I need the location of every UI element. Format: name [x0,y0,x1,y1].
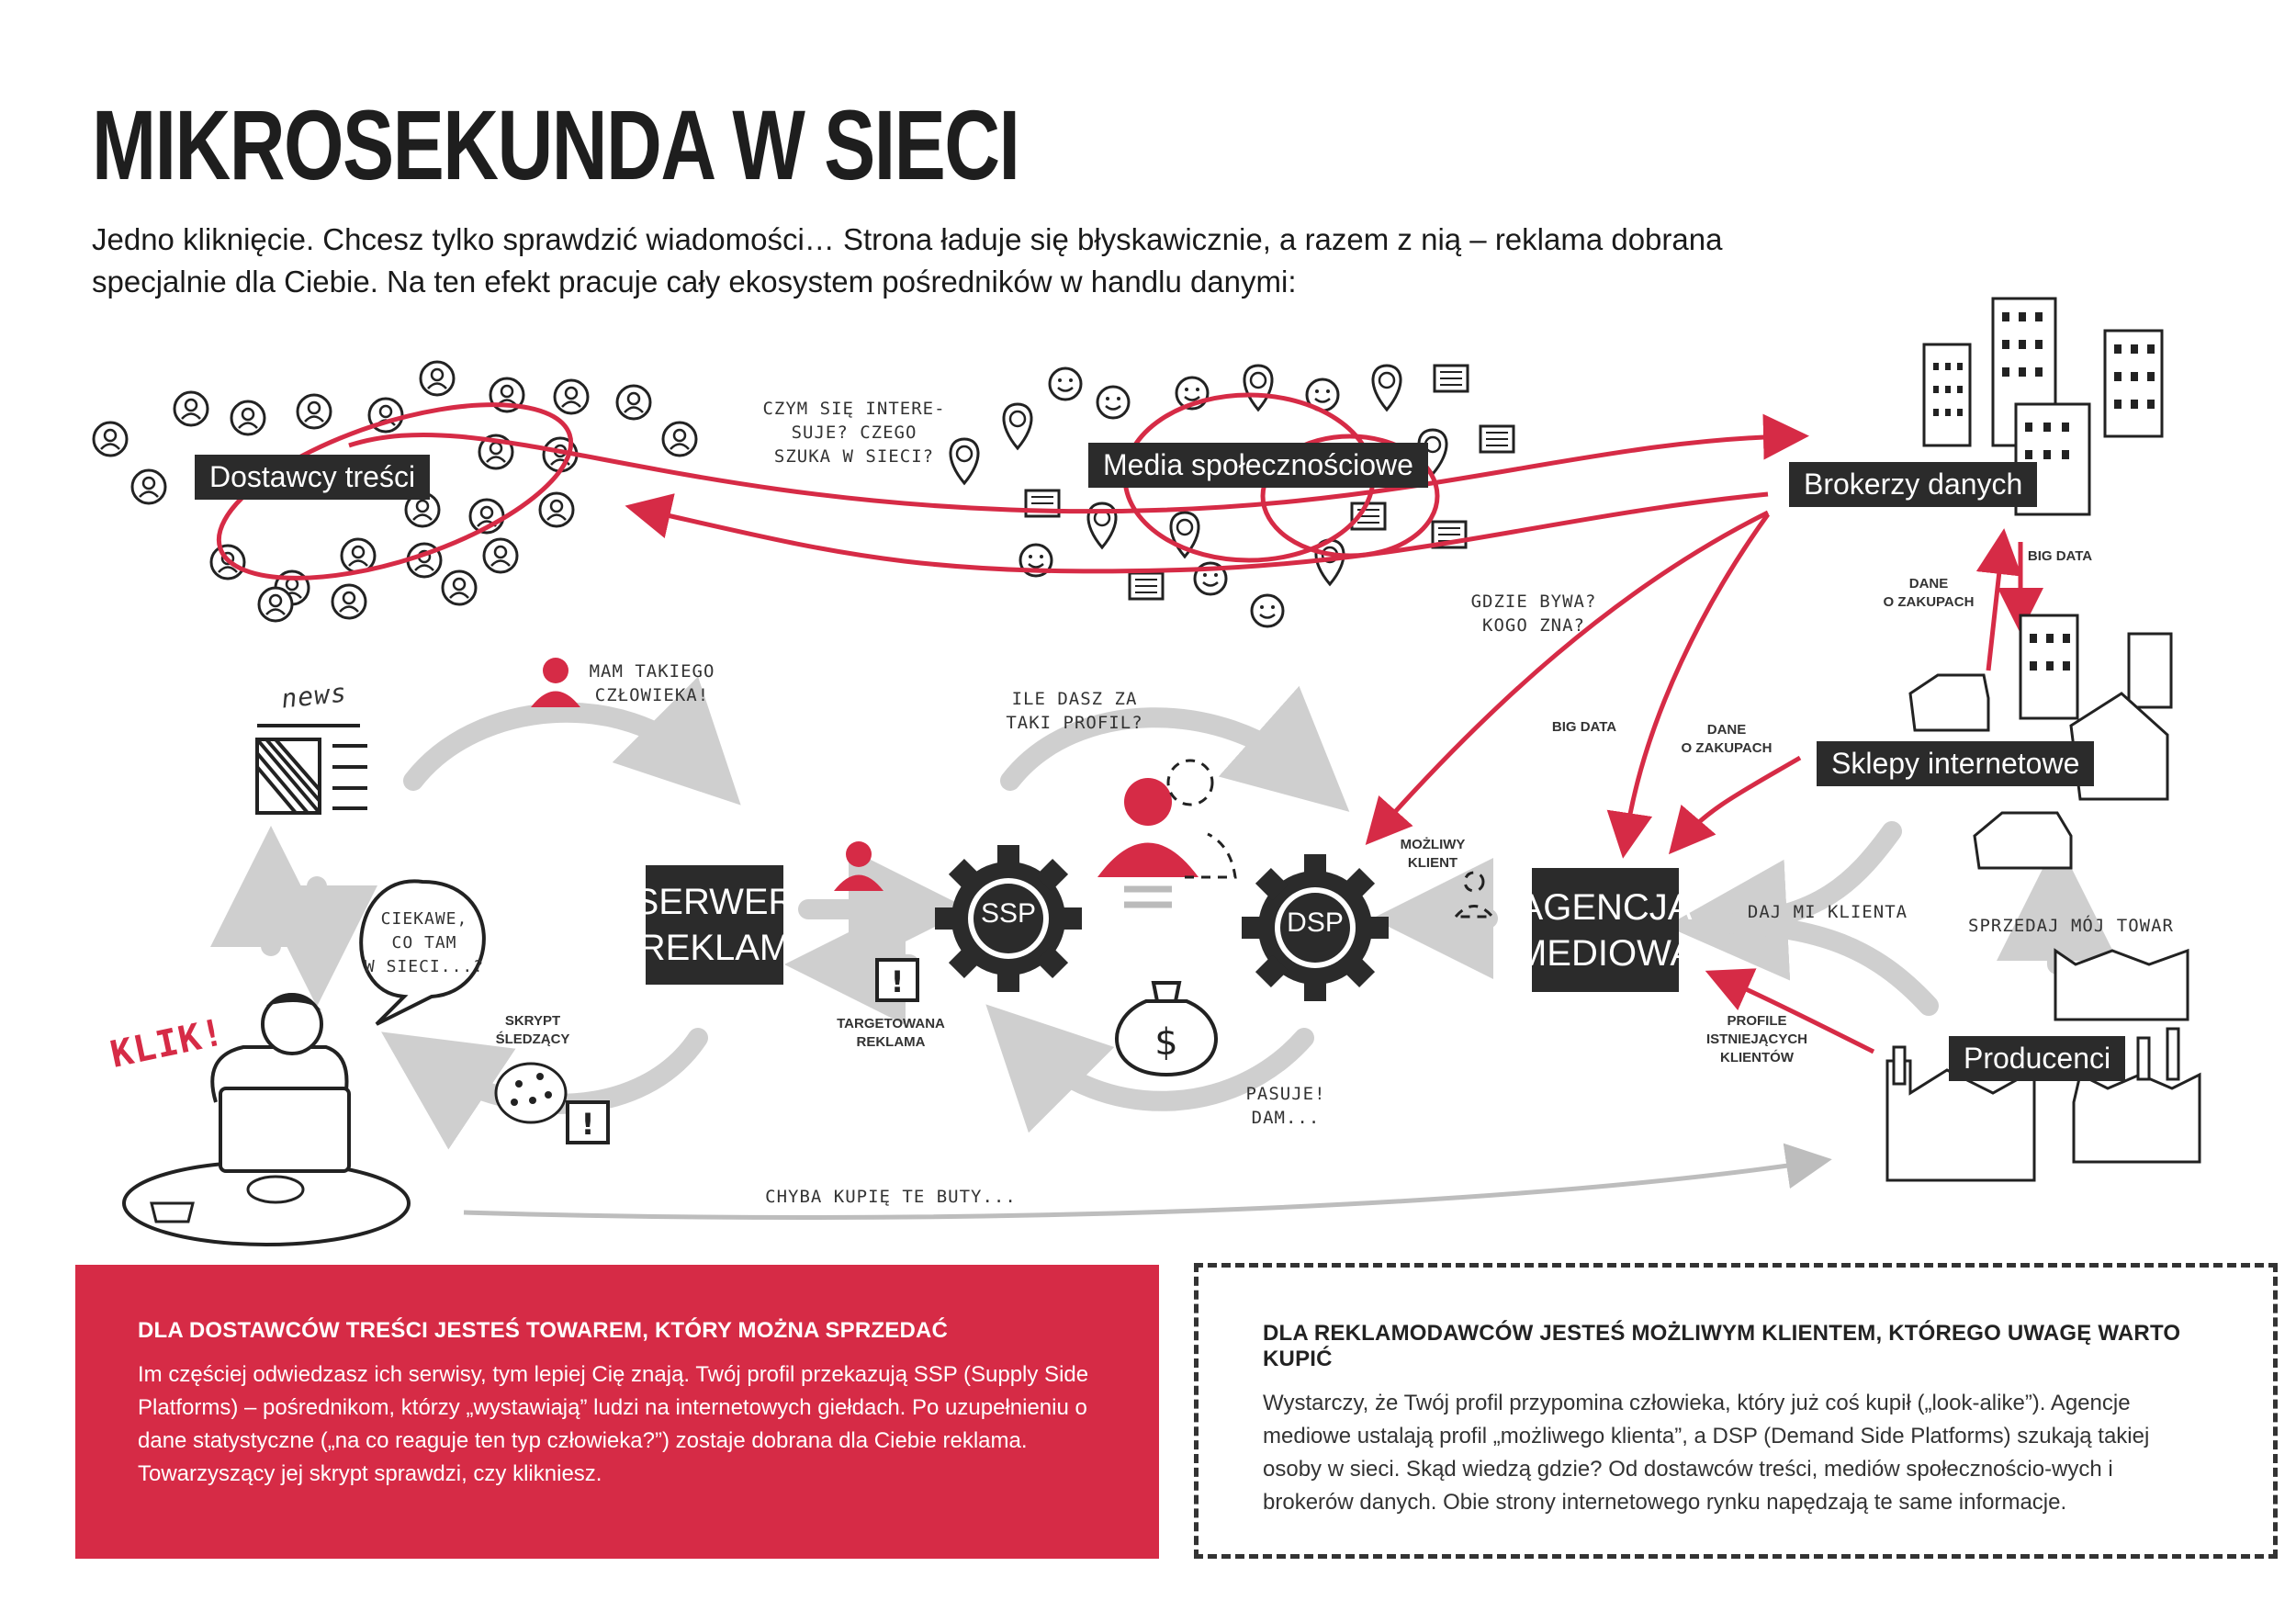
label-targetowana-reklama: TARGETOWANA REKLAMA [837,1016,945,1050]
label-dostawcy-tresci: Dostawcy treści [195,455,431,500]
svg-text:!: ! [891,964,905,999]
intro-text: Jedno kliknięcie. Chcesz tylko sprawdzić… [92,222,1723,299]
panel-dostawcy: DLA DOSTAWCÓW TREŚCI JESTEŚ TOWAREM, KTÓ… [75,1265,1159,1559]
box-serwer-reklam: SERWER REKLAM [635,865,794,985]
label-brokerzy-danych: Brokerzy danych [1789,462,2038,507]
label-profile-klientow: PROFILE ISTNIEJĄCYCH KLIENTÓW [1705,1013,1808,1065]
label-media-spolecznosciowe: Media społecznościowe [1088,443,1428,488]
hand-chyba-kupie: CHYBA KUPIĘ TE BUTY... [765,1187,1017,1207]
hand-sprzedaj: SPRZEDAJ MÓJ TOWAR [1968,916,2174,936]
label-dane-o-zakupach-1: DANE O ZAKUPACH [1883,576,1975,610]
panel-right-body: Wystarczy, że Twój profil przypomina czł… [1263,1391,2150,1515]
panel-left-heading: DLA DOSTAWCÓW TREŚCI JESTEŚ TOWAREM, KTÓ… [138,1318,949,1343]
svg-text:$: $ [1154,1021,1177,1064]
panel-right-heading: DLA REKLAMODAWCÓW JESTEŚ MOŻLIWYM KLIENT… [1263,1321,2181,1371]
social-cluster [949,364,1515,628]
hand-czym-sie-interesuje: CZYM SIĘ INTERE- SUJE? CZEGO SZUKA W SIE… [762,399,946,467]
page-title: MIKROSEKUNDA W SIECI [92,89,1020,200]
panel-left-body: Im częściej odwiedzasz ich serwisy, tym … [138,1362,1089,1486]
box-agencja-mediowa: AGENCJA MEDIOWA [1516,868,1694,992]
panel-reklamodawcy: DLA REKLAMODAWCÓW JESTEŚ MOŻLIWYM KLIENT… [1194,1263,2278,1559]
label-sklepy-internetowe: Sklepy internetowe [1817,741,2095,786]
hand-pasuje: PASUJE! DAM... [1245,1084,1326,1128]
label-dsp: DSP [1287,907,1344,938]
label-ssp: SSP [980,898,1037,929]
label-producenci: Producenci [1949,1036,2126,1081]
hand-mam-takiego: MAM TAKIEGO CZŁOWIEKA! [589,661,715,705]
label-skrypt-sledzacy: SKRYPT ŚLEDZĄCY [495,1013,570,1047]
label-big-data-2: BIG DATA [2027,548,2093,564]
hand-ile-dasz: ILE DASZ ZA TAKI PROFIL? [1006,689,1143,733]
label-big-data-1: BIG DATA [1551,719,1617,735]
hand-daj-mi-klienta: DAJ MI KLIENTA [1747,902,1908,922]
hand-gdzie-bywa: GDZIE BYWA? KOGO ZNA? [1470,592,1597,636]
svg-text:!: ! [581,1107,595,1142]
label-dane-o-zakupach-2: DANE O ZAKUPACH [1681,722,1773,756]
hand-ciekawe: CIEKAWE, CO TAM W SIECI...? [364,909,485,976]
label-mozliwy-klient: MOŻLIWY KLIENT [1400,837,1466,871]
